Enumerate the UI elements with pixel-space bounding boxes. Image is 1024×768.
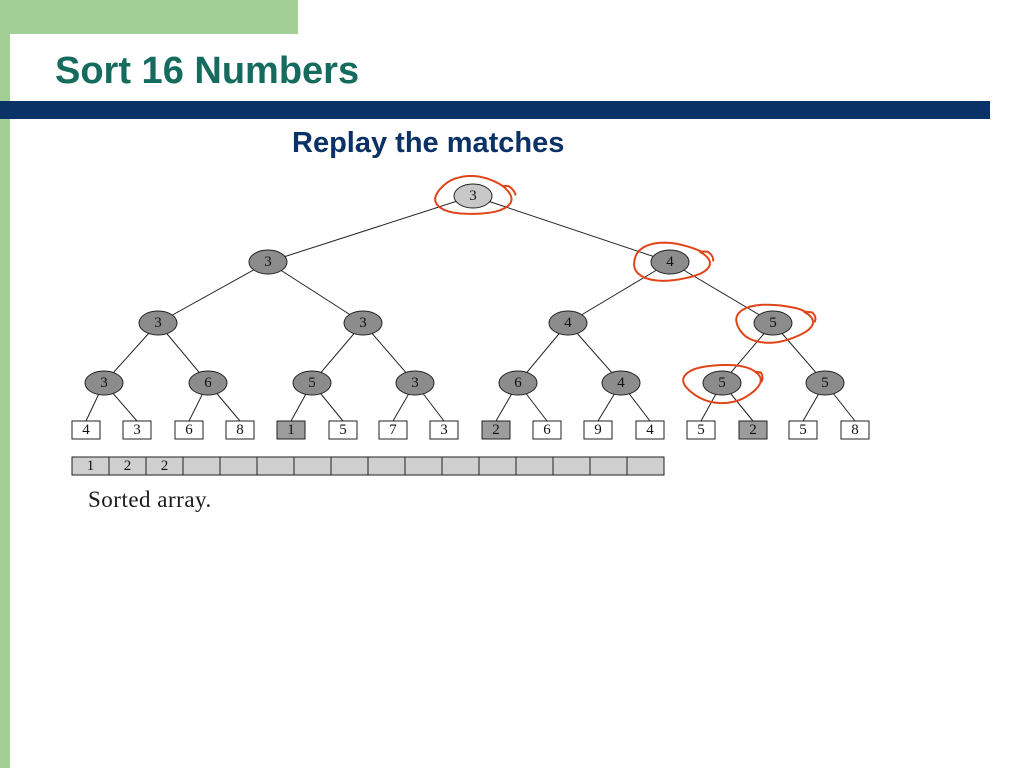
leaf-value: 5 [697, 422, 705, 438]
top-accent-tab [0, 0, 298, 34]
sorted-array-value: 2 [161, 458, 169, 474]
tree-node [650, 249, 690, 275]
sorted-array-cell [441, 456, 480, 476]
tree-node [453, 183, 493, 209]
leaf-value: 4 [82, 422, 90, 438]
tree-node [805, 370, 845, 396]
tree-node [753, 310, 793, 336]
leaf-box [122, 420, 152, 440]
sorted-array-cell [589, 456, 628, 476]
tree-node [548, 310, 588, 336]
tree-node-label: 4 [564, 315, 572, 331]
tree-node-label: 3 [154, 315, 162, 331]
sorted-array-cell [626, 456, 665, 476]
annotation-circle [633, 241, 715, 282]
tree-edge [567, 261, 671, 324]
annotation-circle [682, 364, 764, 405]
leaf-value: 8 [851, 422, 859, 438]
tree-node [601, 370, 641, 396]
tree-node [702, 370, 742, 396]
tree-node [343, 310, 383, 336]
leaf-box [378, 420, 408, 440]
tree-node-label: 3 [359, 315, 367, 331]
sorted-array-cell [256, 456, 295, 476]
tree-node-label: 5 [769, 315, 777, 331]
tree-node-label: 6 [204, 375, 212, 391]
slide-subtitle: Replay the matches [292, 127, 565, 159]
leaf-value: 9 [594, 422, 602, 438]
tree-edge [157, 261, 269, 324]
tree-edge [669, 261, 774, 324]
leaf-box [532, 420, 562, 440]
sorted-array-cell [367, 456, 406, 476]
slide-title: Sort 16 Numbers [55, 50, 360, 92]
tree-node [188, 370, 228, 396]
tree-node [395, 370, 435, 396]
side-accent-bar [0, 0, 10, 768]
tree-node-label: 5 [821, 375, 829, 391]
tree-node-label: 3 [411, 375, 419, 391]
tree-node [292, 370, 332, 396]
leaf-box [174, 420, 204, 440]
leaf-value: 5 [799, 422, 807, 438]
sorted-array-cell [478, 456, 517, 476]
tree-node-label: 3 [469, 188, 477, 204]
leaf-value: 3 [133, 422, 141, 438]
leaf-box [840, 420, 870, 440]
sorted-array-cell [552, 456, 591, 476]
leaf-box [225, 420, 255, 440]
leaf-value: 2 [492, 422, 500, 438]
sorted-array-value: 2 [124, 458, 132, 474]
leaf-value: 3 [440, 422, 448, 438]
annotation-circle [434, 175, 517, 215]
annotation-circle [735, 303, 817, 344]
tree-node [138, 310, 178, 336]
leaf-box [71, 420, 101, 440]
leaf-box [788, 420, 818, 440]
leaf-box [429, 420, 459, 440]
tree-node [498, 370, 538, 396]
leaf-value: 6 [543, 422, 551, 438]
leaf-value: 7 [389, 422, 397, 438]
leaf-box [481, 420, 511, 440]
tree-node-label: 6 [514, 375, 522, 391]
sorted-array-value: 1 [87, 458, 95, 474]
leaf-value: 1 [287, 422, 295, 438]
sorted-array-cell [330, 456, 369, 476]
leaf-value: 2 [749, 422, 757, 438]
sorted-array-cell [515, 456, 554, 476]
title-rule [0, 101, 990, 119]
leaf-box [328, 420, 358, 440]
tree-edge [472, 195, 671, 263]
sorted-array-caption: Sorted array. [88, 487, 212, 512]
sorted-array-cell [293, 456, 332, 476]
tree-edge [267, 195, 474, 263]
tree-node-label: 4 [617, 375, 625, 391]
tree-node-label: 5 [308, 375, 316, 391]
tree-edge [267, 261, 364, 324]
tree-node [84, 370, 124, 396]
tree-node [248, 249, 288, 275]
leaf-box [276, 420, 306, 440]
leaf-value: 8 [236, 422, 244, 438]
tree-node-label: 4 [666, 254, 674, 270]
tree-node-label: 5 [718, 375, 726, 391]
tree-node-label: 3 [264, 254, 272, 270]
leaf-box [583, 420, 613, 440]
sorted-array-cell [182, 456, 221, 476]
leaf-value: 5 [339, 422, 347, 438]
tree-node-label: 3 [100, 375, 108, 391]
leaf-box [686, 420, 716, 440]
sorted-array-cell [219, 456, 258, 476]
sorted-array-cell [404, 456, 443, 476]
leaf-box [738, 420, 768, 440]
leaf-value: 4 [646, 422, 654, 438]
leaf-box [635, 420, 665, 440]
leaf-value: 6 [185, 422, 193, 438]
